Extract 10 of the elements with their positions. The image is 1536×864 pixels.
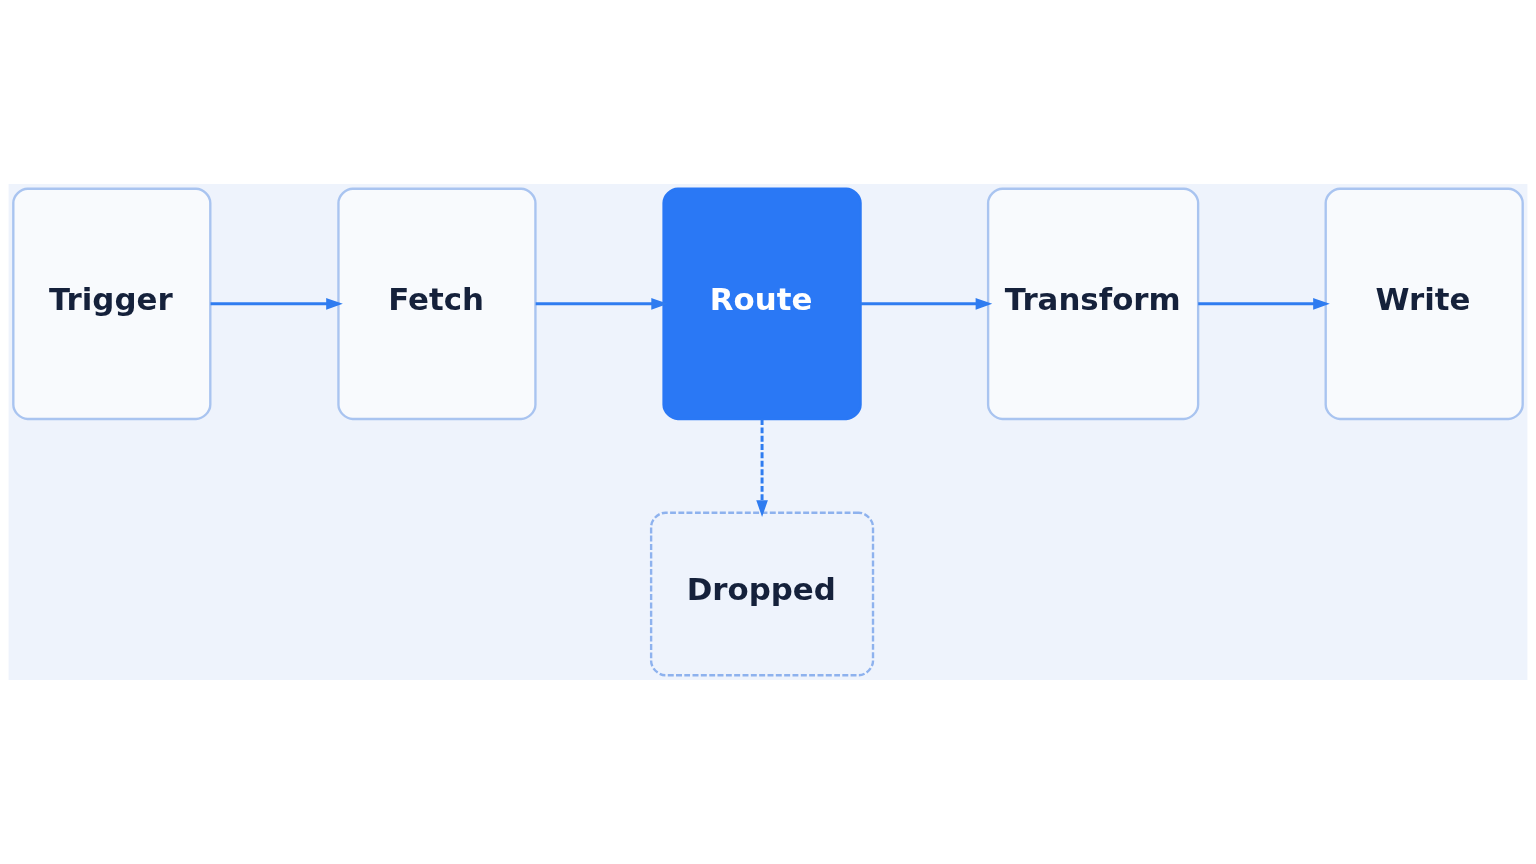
node-box: Write — [1324, 187, 1524, 421]
node-box: Transform — [986, 187, 1200, 421]
node-box: Route — [662, 187, 862, 421]
arrow — [210, 298, 343, 310]
arrow — [1198, 298, 1330, 310]
node-box: Trigger — [12, 187, 212, 421]
node-box: Fetch — [337, 187, 537, 421]
arrow — [756, 419, 768, 517]
arrow — [860, 298, 993, 310]
node-box: Dropped — [649, 511, 875, 677]
